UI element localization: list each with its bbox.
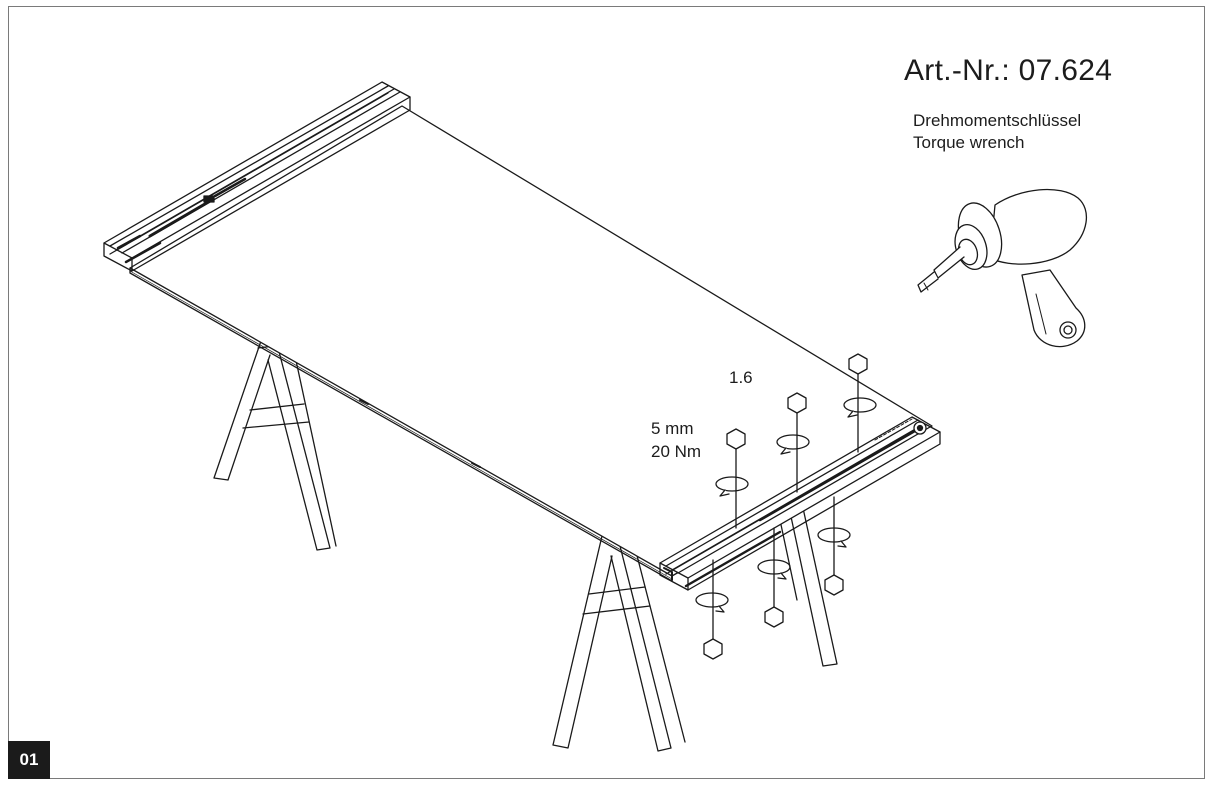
hex-screw-icon: [695, 559, 729, 660]
step-label: 1.6: [729, 368, 753, 387]
page-frame: [8, 6, 1205, 779]
article-number: Art.-Nr.: 07.624: [904, 54, 1113, 87]
bit-size-label: 5 mm: [651, 419, 694, 438]
rotation-arrow-icon: [817, 527, 851, 543]
rail-back: [103, 81, 411, 272]
hex-screw-icon: [776, 392, 810, 493]
hex-screw-icon: [715, 428, 749, 529]
tool-name-german: Drehmomentschlüssel: [913, 111, 1082, 130]
hex-screw-icon: [757, 527, 791, 628]
hex-screw-icon: [817, 496, 851, 596]
rotation-arrow-icon: [843, 397, 877, 413]
rotation-arrow-icon: [695, 592, 729, 608]
hex-screw-icon: [843, 353, 877, 453]
trestle-leg-back: [213, 337, 337, 551]
step-number-badge: 01: [8, 741, 50, 779]
trestle-leg-front: [552, 507, 838, 752]
screws-bottom: [695, 496, 851, 660]
torque-wrench-icon: [917, 188, 1088, 348]
rotation-arrow-icon: [715, 476, 749, 492]
rotation-arrow-icon: [757, 559, 791, 575]
tool-name-english: Torque wrench: [913, 133, 1025, 152]
rail-front: [659, 416, 941, 591]
screws-top: [715, 353, 877, 529]
rotation-arrow-icon: [776, 434, 810, 450]
torque-value-label: 20 Nm: [651, 442, 702, 461]
